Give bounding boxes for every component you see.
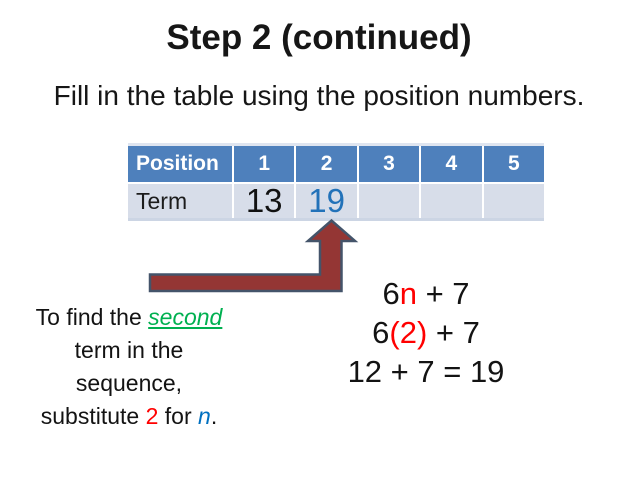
note-period: . [210, 403, 218, 429]
bent-up-arrow-shape [148, 218, 359, 293]
equation-line-3: 12 + 7 = 19 [347, 354, 505, 389]
eq1-coefficient: 6 [382, 276, 400, 311]
header-cell-2: 2 [296, 146, 357, 182]
term-cell-5 [483, 184, 544, 218]
explanation-note: To find the second term in the sequence,… [6, 301, 252, 433]
header-cell-1: 1 [234, 146, 295, 182]
header-cell-3: 3 [358, 146, 420, 182]
header-cell-position: Position [128, 146, 232, 182]
slide-subtitle: Fill in the table using the position num… [53, 80, 585, 111]
eq2-substituted-value: (2) [389, 315, 428, 350]
header-cell-4: 4 [421, 146, 482, 182]
note-text-4: substitute [40, 403, 146, 429]
note-number-2: 2 [145, 403, 159, 429]
note-text-5: for [158, 403, 199, 429]
note-text-2: term in the [74, 337, 184, 363]
term-cell-4 [421, 184, 482, 218]
eq2-coefficient: 6 [372, 315, 390, 350]
equation-line-1: 6n + 7 [330, 274, 522, 313]
eq1-variable: n [399, 276, 417, 311]
eq2-constant: + 7 [427, 315, 480, 350]
eq1-constant: + 7 [416, 276, 470, 311]
term-cell-2: 19 [296, 182, 357, 219]
note-word-second: second [148, 304, 223, 330]
term-cell-3 [358, 184, 420, 218]
term-row-label: Term [128, 184, 232, 218]
term-cell-1: 13 [234, 182, 295, 219]
equation-line-2: 6(2) + 7 [330, 313, 522, 352]
note-text-1: To find the [35, 304, 149, 330]
equation-block: 6n + 7 6(2) + 7 12 + 7 = 19 [330, 274, 522, 391]
note-text-3: sequence, [75, 370, 183, 396]
page-title: Step 2 (continued) [166, 18, 472, 57]
position-term-table: Position 1 2 3 4 5 Term 13 19 [128, 143, 544, 221]
bent-up-arrow-icon [148, 218, 359, 293]
header-cell-5: 5 [483, 146, 544, 182]
note-variable-n: n [198, 403, 211, 429]
